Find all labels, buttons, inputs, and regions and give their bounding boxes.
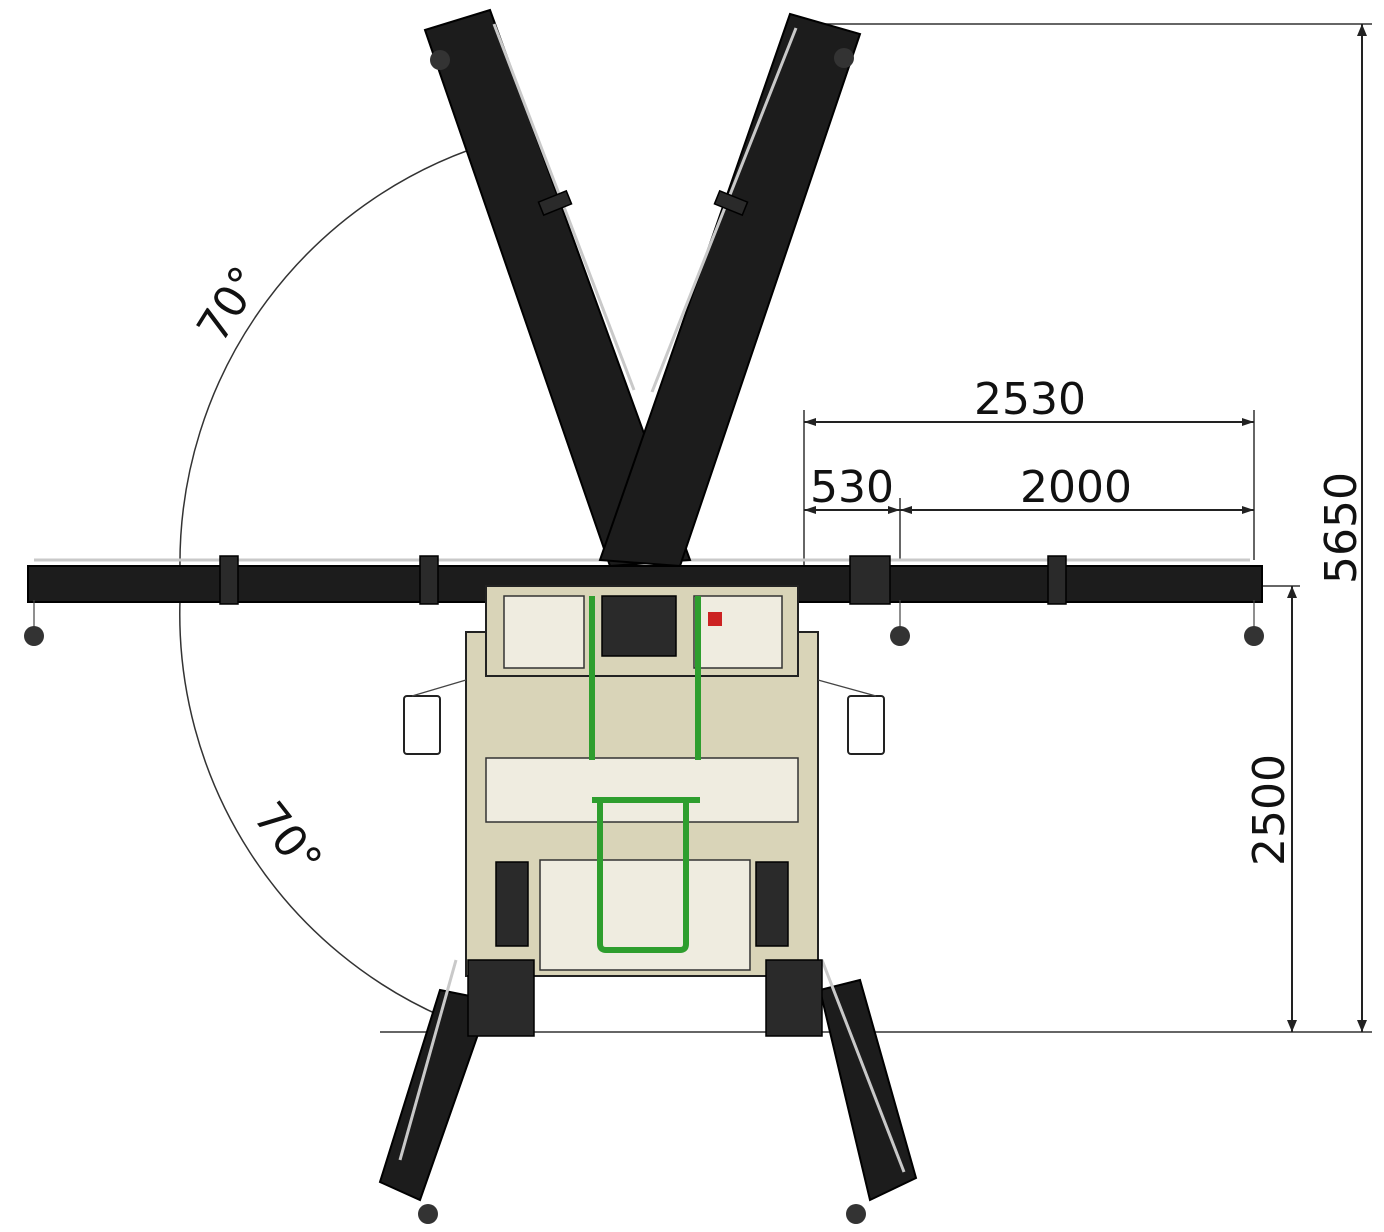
mid-right-stabilizer-foot — [890, 600, 910, 646]
dimension-5650: 5650 — [1316, 472, 1367, 584]
dimension-2500: 2500 — [1244, 754, 1295, 866]
machine-body — [403, 585, 885, 1037]
angle-upper-70: 70° — [187, 258, 272, 351]
left-stabilizer-foot — [24, 600, 44, 646]
dimension-2000: 2000 — [1020, 462, 1132, 513]
dimension-530: 530 — [810, 462, 894, 513]
right-mirror — [847, 695, 885, 755]
ladder — [592, 797, 700, 953]
right-stabilizer-foot — [1244, 600, 1264, 646]
upper-left-boom — [423, 8, 692, 568]
left-mirror — [403, 695, 441, 755]
lower-right-boom — [818, 959, 918, 1224]
upper-right-boom — [598, 12, 862, 568]
dimension-2530: 2530 — [974, 374, 1086, 425]
angle-lower-70: 70° — [243, 793, 331, 886]
lower-left-boom — [378, 959, 492, 1224]
dimension-lines — [380, 23, 1372, 1033]
warning-indicator — [708, 612, 722, 626]
